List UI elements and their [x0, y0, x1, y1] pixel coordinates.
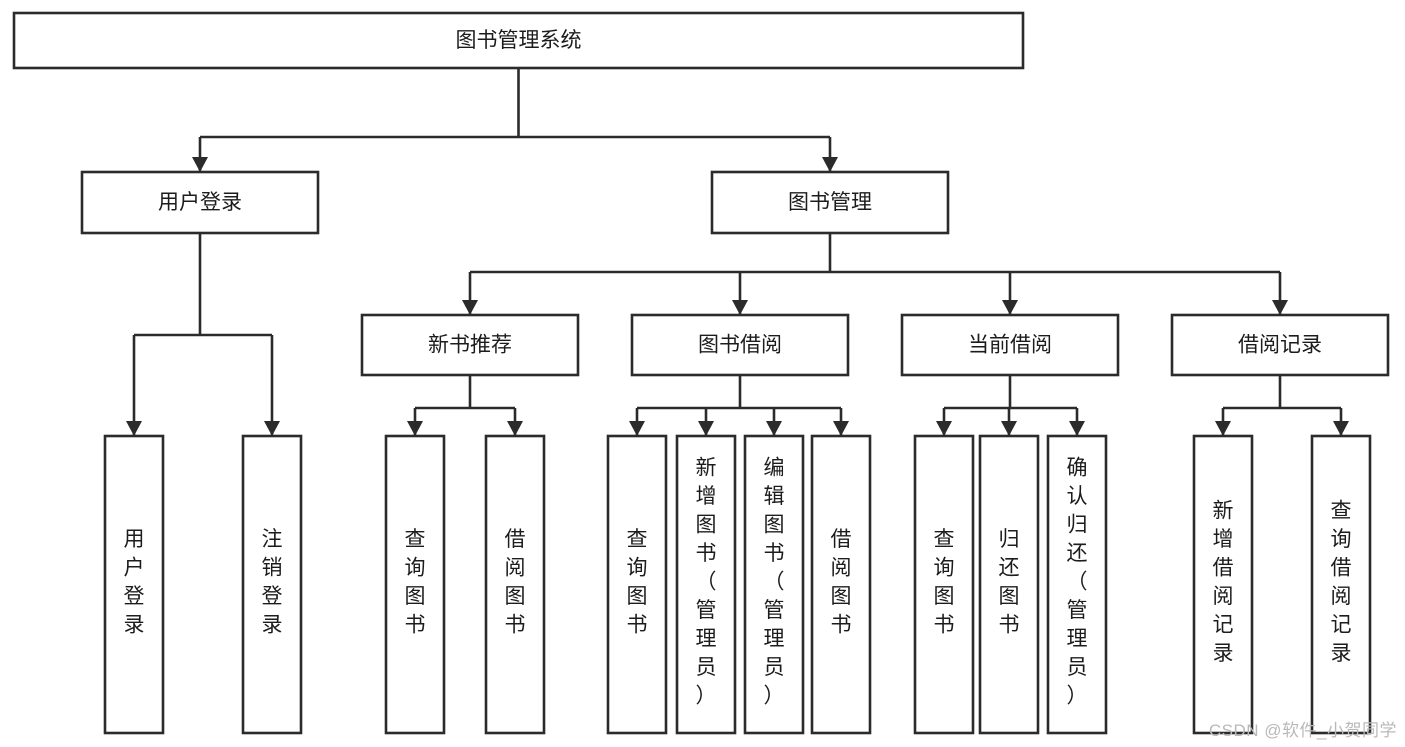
node-box-leaf-add-book-admin[interactable]	[675, 434, 737, 735]
node-box-book-management[interactable]	[710, 170, 950, 235]
arrow-head-icon-leaf-edit-book-admin	[766, 421, 782, 436]
arrow-head-icon-book-management	[822, 157, 838, 172]
node-box-new-book-recommend[interactable]	[360, 313, 580, 377]
node-label-leaf-return-book: 归还图书	[999, 528, 1020, 637]
node-box-current-borrow[interactable]	[900, 313, 1120, 377]
node-root[interactable]: 图书管理系统	[12, 11, 1025, 70]
arrow-head-icon-borrow-record	[1272, 300, 1288, 315]
arrow-head-icon-book-borrow	[732, 300, 748, 315]
arrow-head-icon-new-book-recommend	[462, 300, 478, 315]
arrow-head-icon-leaf-add-book-admin	[698, 421, 714, 436]
node-label-leaf-user-login: 用户登录	[124, 528, 145, 637]
node-box-leaf-confirm-return-admin[interactable]	[1046, 434, 1108, 735]
node-leaf-return-book[interactable]: 归还图书	[978, 434, 1040, 735]
node-label-user-login: 用户登录	[158, 191, 242, 214]
arrow-head-icon-leaf-add-borrow-record	[1215, 421, 1231, 436]
node-label-current-borrow: 当前借阅	[968, 334, 1052, 357]
node-borrow-record[interactable]: 借阅记录	[1170, 313, 1390, 377]
node-box-leaf-borrow-book[interactable]	[810, 434, 872, 735]
node-leaf-confirm-return-admin[interactable]: 确认归还（管理员）	[1046, 434, 1108, 735]
node-leaf-user-login[interactable]: 用户登录	[103, 434, 165, 735]
node-box-leaf-logout[interactable]	[241, 434, 303, 735]
node-box-leaf-user-login[interactable]	[103, 434, 165, 735]
arrow-head-icon-leaf-logout	[264, 421, 280, 436]
node-box-leaf-edit-book-admin[interactable]	[743, 434, 805, 735]
arrow-head-icon-leaf-query-borrow-record	[1333, 421, 1349, 436]
node-book-borrow[interactable]: 图书借阅	[630, 313, 850, 377]
arrow-head-icon-current-borrow	[1002, 300, 1018, 315]
node-label-leaf-confirm-return-admin: 确认归还（管理员）	[1067, 457, 1088, 708]
node-leaf-query-book-recommend[interactable]: 查询图书	[384, 434, 446, 735]
node-label-leaf-borrow-book: 借阅图书	[831, 528, 852, 637]
arrow-head-icon-leaf-confirm-return-admin	[1069, 421, 1085, 436]
node-label-borrow-record: 借阅记录	[1238, 334, 1322, 357]
arrow-head-icon-leaf-query-book-borrow	[629, 421, 645, 436]
node-label-leaf-edit-book-admin: 编辑图书（管理员）	[764, 457, 785, 708]
node-leaf-query-borrow-record[interactable]: 查询借阅记录	[1310, 434, 1372, 735]
arrow-head-icon-leaf-borrow-book-recommend	[507, 421, 523, 436]
node-label-leaf-query-borrow-record: 查询借阅记录	[1331, 499, 1352, 665]
node-book-management[interactable]: 图书管理	[710, 170, 950, 235]
node-label-leaf-query-book-borrow: 查询图书	[627, 528, 648, 637]
node-label-leaf-add-book-admin: 新增图书（管理员）	[696, 457, 717, 708]
node-box-leaf-query-book-recommend[interactable]	[384, 434, 446, 735]
node-layer: 图书管理系统用户登录图书管理新书推荐图书借阅当前借阅借阅记录用户登录注销登录查询…	[12, 11, 1390, 735]
node-leaf-borrow-book-recommend[interactable]: 借阅图书	[484, 434, 546, 735]
node-leaf-query-book-borrow[interactable]: 查询图书	[606, 434, 668, 735]
node-box-leaf-query-book-borrow[interactable]	[606, 434, 668, 735]
node-label-leaf-borrow-book-recommend: 借阅图书	[505, 528, 526, 637]
node-box-leaf-query-borrow-record[interactable]	[1310, 434, 1372, 735]
node-leaf-add-book-admin[interactable]: 新增图书（管理员）	[675, 434, 737, 735]
node-box-book-borrow[interactable]	[630, 313, 850, 377]
node-label-leaf-query-book-recommend: 查询图书	[405, 528, 426, 637]
node-box-leaf-borrow-book-recommend[interactable]	[484, 434, 546, 735]
node-label-leaf-logout: 注销登录	[262, 528, 283, 637]
node-label-leaf-add-borrow-record: 新增借阅记录	[1213, 499, 1234, 665]
node-new-book-recommend[interactable]: 新书推荐	[360, 313, 580, 377]
node-box-user-login[interactable]	[80, 170, 320, 235]
arrow-head-icon-leaf-query-book-recommend	[407, 421, 423, 436]
node-label-new-book-recommend: 新书推荐	[428, 334, 512, 357]
node-box-leaf-add-borrow-record[interactable]	[1192, 434, 1254, 735]
node-leaf-borrow-book[interactable]: 借阅图书	[810, 434, 872, 735]
arrow-head-icon-leaf-borrow-book	[833, 421, 849, 436]
node-leaf-add-borrow-record[interactable]: 新增借阅记录	[1192, 434, 1254, 735]
node-user-login[interactable]: 用户登录	[80, 170, 320, 235]
node-label-root: 图书管理系统	[456, 29, 582, 52]
node-box-root[interactable]	[12, 11, 1025, 70]
arrow-head-icon-leaf-return-book	[1001, 421, 1017, 436]
node-leaf-logout[interactable]: 注销登录	[241, 434, 303, 735]
connector-layer	[126, 68, 1349, 436]
node-label-book-borrow: 图书借阅	[698, 334, 782, 357]
node-box-leaf-query-book-current[interactable]	[913, 434, 975, 735]
node-box-borrow-record[interactable]	[1170, 313, 1390, 377]
node-current-borrow[interactable]: 当前借阅	[900, 313, 1120, 377]
node-label-book-management: 图书管理	[788, 191, 872, 214]
node-box-leaf-return-book[interactable]	[978, 434, 1040, 735]
node-label-leaf-query-book-current: 查询图书	[934, 528, 955, 637]
arrow-head-icon-user-login	[192, 157, 208, 172]
arrow-head-icon-leaf-query-book-current	[936, 421, 952, 436]
node-leaf-edit-book-admin[interactable]: 编辑图书（管理员）	[743, 434, 805, 735]
arrow-head-icon-leaf-user-login	[126, 421, 142, 436]
node-leaf-query-book-current[interactable]: 查询图书	[913, 434, 975, 735]
